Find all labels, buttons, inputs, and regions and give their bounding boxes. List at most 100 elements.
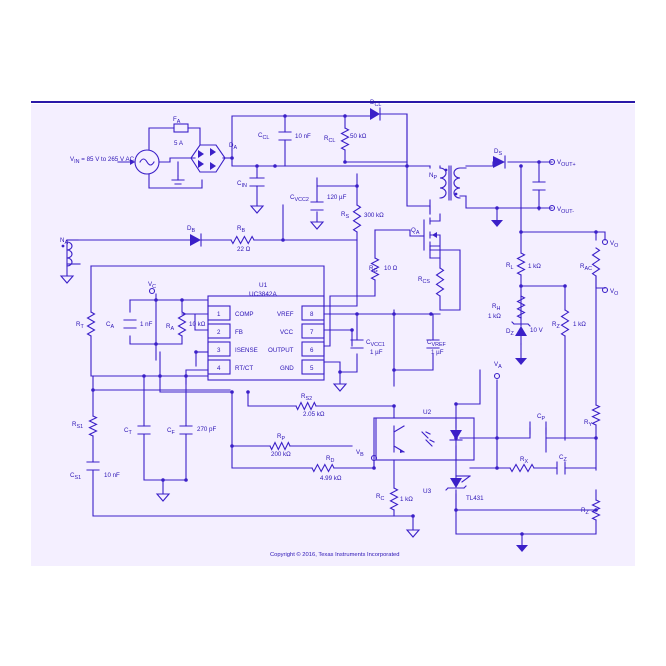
ground-icon bbox=[332, 383, 348, 392]
zener-dz bbox=[511, 317, 531, 345]
junction-dot bbox=[411, 514, 415, 518]
label-rs1: RS1 bbox=[72, 421, 83, 430]
schematic-background bbox=[31, 104, 635, 566]
label-vb: VB bbox=[356, 449, 364, 458]
mosfet-qa bbox=[419, 213, 441, 259]
resistor-rh bbox=[516, 295, 526, 319]
resistor-rcs bbox=[435, 267, 445, 297]
junction-dot bbox=[594, 230, 598, 234]
capacitor-cin bbox=[249, 177, 265, 187]
ground-icon bbox=[405, 529, 421, 538]
terminal-vo-plus[interactable] bbox=[601, 238, 609, 246]
junction-dot bbox=[281, 238, 285, 242]
pin-2: 2 bbox=[217, 329, 221, 336]
pin-1: 1 bbox=[217, 311, 221, 318]
label-ct: CT bbox=[124, 427, 132, 436]
junction-dot bbox=[519, 230, 523, 234]
label-rz-value: 1 kΩ bbox=[573, 321, 586, 328]
ground-icon bbox=[155, 493, 171, 502]
label-rl-value: 1 kΩ bbox=[528, 263, 541, 270]
junction-dot bbox=[343, 114, 347, 118]
shunt-regulator-tl431[interactable] bbox=[445, 475, 471, 491]
label-cf-value: 270 pF bbox=[197, 426, 216, 433]
junction-dot bbox=[495, 206, 499, 210]
pin-name-fb: FB bbox=[235, 329, 243, 336]
label-rg: RG bbox=[369, 265, 378, 274]
junction-dot bbox=[161, 478, 165, 482]
bridge-rectifier-da bbox=[190, 144, 226, 173]
pin-name-output: OUTPUT bbox=[268, 347, 294, 354]
capacitor-cout bbox=[532, 181, 546, 191]
test-point-va[interactable] bbox=[493, 372, 501, 380]
ground-icon bbox=[309, 221, 325, 230]
vin-lead-arrow bbox=[130, 159, 135, 165]
label-rt: RT bbox=[76, 321, 84, 330]
optocoupler-u2[interactable] bbox=[375, 417, 475, 461]
label-rb: RB bbox=[237, 225, 245, 234]
diode-ds bbox=[493, 155, 506, 169]
label-u2: U2 bbox=[423, 409, 432, 416]
label-rcl-value: 50 kΩ bbox=[350, 133, 367, 140]
label-da: DA bbox=[229, 142, 237, 151]
label-cvcc1-value: 1 µF bbox=[370, 349, 383, 356]
label-ra-value: 10 kΩ bbox=[189, 321, 206, 328]
label-rh: RH bbox=[492, 303, 500, 312]
junction-dot bbox=[230, 444, 234, 448]
label-np: NP bbox=[429, 172, 437, 181]
junction-dot bbox=[520, 532, 524, 536]
label-vo-plus: VO bbox=[610, 240, 618, 249]
label-ca: CA bbox=[106, 321, 114, 330]
label-rl: RL bbox=[506, 262, 513, 271]
label-cvcc2: CVCC2 bbox=[290, 194, 309, 203]
label-vin: VIN = 85 V to 265 V AC bbox=[70, 156, 135, 165]
junction-dot bbox=[184, 374, 188, 378]
label-rp-value: 200 kΩ bbox=[271, 451, 291, 458]
junction-dot bbox=[495, 466, 499, 470]
junction-dot bbox=[355, 312, 359, 316]
test-point-vc[interactable] bbox=[148, 287, 156, 295]
resistors bbox=[86, 127, 601, 521]
label-rs-value: 300 kΩ bbox=[364, 212, 384, 219]
ground-icon bbox=[516, 545, 528, 552]
resistor-rz2 bbox=[591, 499, 601, 521]
resistor-rac bbox=[591, 247, 601, 277]
resistor-rb bbox=[230, 235, 255, 245]
junction-dot bbox=[392, 368, 396, 372]
resistor-rd bbox=[311, 463, 335, 473]
label-na: NA bbox=[60, 237, 68, 246]
terminal-vout-plus[interactable] bbox=[548, 158, 556, 166]
capacitor-cf bbox=[179, 425, 193, 435]
diode-dcl bbox=[370, 107, 381, 121]
label-ccl-value: 10 nF bbox=[295, 133, 311, 140]
terminal-vout-minus[interactable] bbox=[548, 204, 556, 212]
label-qa: QA bbox=[411, 227, 420, 236]
ic-u1[interactable] bbox=[207, 295, 325, 381]
terminal-vo-minus[interactable] bbox=[601, 286, 609, 294]
label-ra: RA bbox=[166, 323, 174, 332]
label-u1-part: UC3842A bbox=[249, 291, 277, 298]
capacitor-cp bbox=[529, 421, 547, 435]
junction-dot bbox=[495, 436, 499, 440]
resistor-ry bbox=[591, 404, 601, 426]
resistor-rs2 bbox=[295, 401, 317, 411]
label-rd-value: 4.99 kΩ bbox=[320, 475, 342, 482]
junction-dot bbox=[537, 206, 541, 210]
junction-dot bbox=[392, 404, 396, 408]
test-point-vb[interactable] bbox=[370, 454, 378, 462]
pin-name-vcc: VCC bbox=[280, 329, 294, 336]
pin-5: 5 bbox=[310, 365, 314, 372]
ac-wave-icon bbox=[139, 158, 155, 166]
junction-dot bbox=[338, 370, 342, 374]
junction-dot bbox=[246, 390, 250, 394]
resistor-rt bbox=[86, 311, 96, 337]
label-cvcc2-value: 120 µF bbox=[327, 194, 347, 201]
ground-icon bbox=[491, 220, 503, 227]
capacitor-cvcc2 bbox=[310, 201, 324, 211]
junction-dot bbox=[454, 402, 458, 406]
label-dcl: DCL bbox=[370, 99, 381, 108]
resistor-rc bbox=[389, 487, 399, 511]
junction-dot bbox=[355, 184, 359, 188]
pin-name-rtct: RT/CT bbox=[235, 365, 253, 372]
junction-dot bbox=[343, 160, 347, 164]
